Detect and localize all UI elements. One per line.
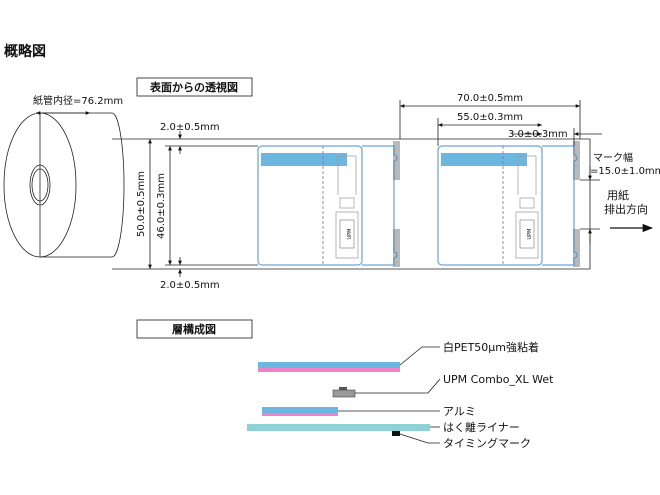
paper-roll: 紙管内径=76.2mm [3, 94, 125, 258]
mark-width-value: =15.0±1.0mm [590, 166, 660, 177]
mark-width-label: マーク幅 [593, 151, 633, 164]
label-pitch-dimension: 70.0±0.5mm [457, 93, 523, 104]
layer-label: UPM Combo_XL Wet [443, 373, 554, 386]
layer-aluminum-pink [262, 413, 338, 416]
layer-liner [247, 424, 430, 431]
page-title: 概略図 [4, 43, 46, 60]
label-height-dimension: 46.0±0.3mm [156, 173, 167, 239]
liner-web [112, 138, 591, 270]
layer-label: はく離ライナー [443, 420, 520, 434]
label-gap-dimension: 3.0±0.3mm [508, 129, 568, 140]
layer-face-blue [258, 362, 400, 368]
label-blue-band [441, 153, 527, 166]
chip-text: UPM [527, 229, 533, 240]
layer-inlay [332, 389, 356, 398]
label-blue-band [261, 153, 347, 166]
layer-timing-mark [392, 431, 400, 436]
perspective-title-text: 表面からの透視図 [149, 80, 238, 94]
label-width-dimension: 55.0±0.3mm [457, 112, 523, 123]
layer-label: 白PET50μm強粘着 [443, 340, 539, 354]
label-1: UPM [257, 145, 398, 266]
layer-face-adhesive [258, 368, 400, 372]
chip-text: UPM [347, 229, 353, 240]
layer-leaders: 白PET50μm強粘着 UPM Combo_XL Wet アルミ はく離ライナー… [338, 340, 554, 450]
top-margin-dimension: 2.0±0.5mm [160, 122, 220, 133]
layer-section-title: 層構成図 [136, 319, 253, 339]
horizontal-dimensions: 70.0±0.5mm 55.0±0.3mm 3.0±0.3mm [399, 93, 602, 146]
layer-label: アルミ [443, 405, 476, 418]
layer-title-text: 層構成図 [172, 322, 216, 336]
timing-mark [393, 229, 400, 267]
label-2: UPM [437, 145, 578, 266]
chip [339, 219, 355, 249]
layer-label: タイミングマーク [443, 436, 531, 450]
layer-stack [247, 362, 430, 436]
core-diameter-label: 紙管内径=76.2mm [33, 94, 123, 107]
paper-core [31, 168, 49, 202]
timing-mark [573, 229, 580, 267]
direction-label-line2: 排出方向 [604, 202, 648, 216]
chip [519, 219, 535, 249]
perspective-section-title: 表面からの透視図 [136, 77, 253, 97]
vertical-dimensions: 50.0±0.5mm 46.0±0.3mm 2.0±0.5mm 2.0±0.5m… [136, 122, 600, 291]
layer-aluminum-blue [262, 407, 338, 413]
web-width-dimension: 50.0±0.5mm [136, 171, 147, 237]
bottom-margin-dimension: 2.0±0.5mm [160, 280, 220, 291]
direction-label-line1: 用紙 [607, 188, 629, 202]
